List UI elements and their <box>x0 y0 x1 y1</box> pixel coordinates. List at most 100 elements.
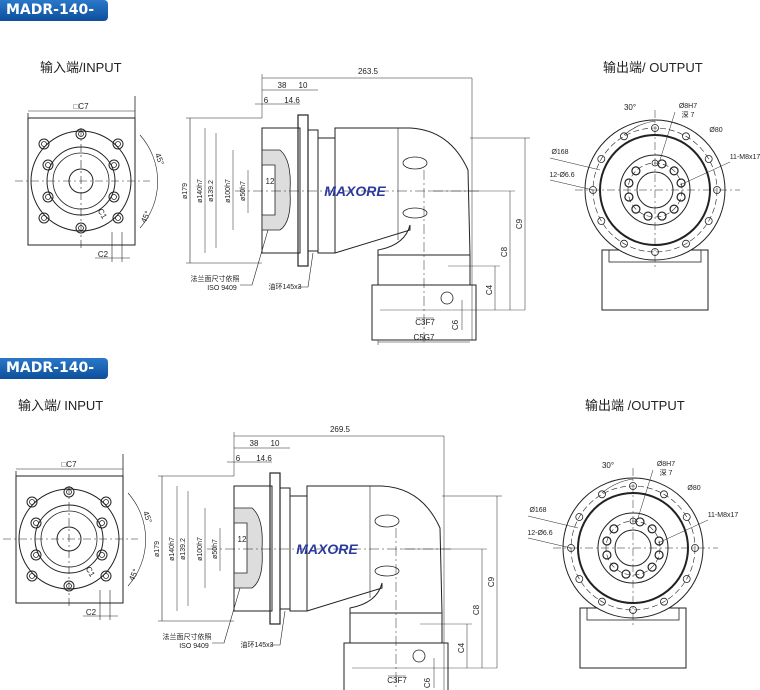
oil-port <box>402 156 428 170</box>
leader-line <box>270 610 286 646</box>
dim-c4: C4 <box>457 642 466 653</box>
circle <box>598 490 606 499</box>
dim-c2: C2 <box>86 608 97 617</box>
circle <box>103 573 109 579</box>
circle <box>647 562 657 572</box>
circle <box>624 178 634 188</box>
circle <box>609 562 619 572</box>
circle <box>669 204 679 214</box>
dim-c7: □C7 <box>61 460 77 469</box>
circle <box>621 569 631 579</box>
dim-10: 10 <box>299 81 308 90</box>
angle-45-bottom: 45° <box>127 568 140 583</box>
dim-d80: Ø80 <box>709 127 722 134</box>
leader-line <box>212 587 241 644</box>
circle <box>682 132 690 141</box>
dim-d179: ø179 <box>154 541 161 557</box>
angle-30: 30° <box>624 103 636 112</box>
maxore-logo: MAXORE <box>324 183 386 199</box>
hatched-flange-section <box>261 149 291 231</box>
circle <box>103 499 109 505</box>
line <box>679 161 731 186</box>
circle <box>635 569 645 579</box>
outline <box>27 117 136 246</box>
circle <box>75 128 87 140</box>
output-view-title: 输出端/ OUTPUT <box>603 60 703 75</box>
dim-c8: C8 <box>500 246 509 257</box>
dim-threads: 11-M8x17 <box>708 512 739 519</box>
circle <box>78 225 84 231</box>
maxore-logo: MAXORE <box>296 541 358 557</box>
dim-c6: C6 <box>451 319 460 330</box>
leader-line <box>298 252 314 288</box>
circle <box>41 141 47 147</box>
dim-d100: ø100h7 <box>197 537 204 561</box>
circle <box>620 239 628 248</box>
angle-arc <box>623 120 656 136</box>
circle <box>30 549 42 561</box>
circle <box>63 486 75 498</box>
circle <box>33 552 39 558</box>
dim-d140: ø140h7 <box>197 179 204 203</box>
circle <box>108 191 120 203</box>
circle <box>38 212 50 224</box>
circle <box>440 291 454 305</box>
circle <box>657 211 667 221</box>
circle <box>651 248 659 256</box>
circle <box>66 489 72 495</box>
line <box>549 157 601 171</box>
output-view-title: 输出端 /OUTPUT <box>585 398 685 413</box>
dim-d139: ø139.2 <box>208 180 215 202</box>
dim-c9: C9 <box>487 576 496 587</box>
dim-overall-length: 263.5 <box>358 67 379 76</box>
circle <box>112 138 124 150</box>
angle-45-top: 45° <box>153 152 166 166</box>
circle <box>704 155 713 163</box>
outline <box>261 127 301 254</box>
circle <box>111 162 117 168</box>
dim-c1: C1 <box>84 565 97 579</box>
input-view-title: 输入端/ INPUT <box>18 398 103 413</box>
dim-holes: 12-Ø6.6 <box>527 530 552 537</box>
flange-note: 法兰面尺寸依照 <box>163 632 212 641</box>
circle <box>45 162 51 168</box>
circle <box>115 215 121 221</box>
model-badge-l2: MADR-140-L2 <box>0 358 108 397</box>
outline <box>233 485 273 612</box>
circle <box>631 204 641 214</box>
line <box>527 515 579 529</box>
angle-arc <box>601 478 634 494</box>
circle <box>78 131 84 137</box>
line <box>637 469 654 519</box>
circle <box>629 517 637 525</box>
circle <box>63 580 75 592</box>
circle <box>609 524 619 534</box>
circle <box>42 191 54 203</box>
circle <box>75 222 87 234</box>
dim-c7: □C7 <box>73 102 89 111</box>
circle <box>651 124 659 132</box>
circle <box>629 482 637 490</box>
dim-6: 6 <box>236 454 241 463</box>
circle <box>575 513 584 521</box>
dim-d139: ø139.2 <box>180 538 187 560</box>
oring-note: 油环145x3 <box>240 640 273 649</box>
dim-holes: 12-Ø6.6 <box>549 172 574 179</box>
circle <box>412 649 426 663</box>
dim-6: 6 <box>264 96 269 105</box>
circle <box>704 217 713 225</box>
circle <box>42 159 54 171</box>
circle <box>589 186 597 194</box>
circle <box>624 192 634 202</box>
iso-note: ISO 9409 <box>179 643 209 650</box>
circle <box>660 490 668 499</box>
dim-14-6: 14.6 <box>284 96 300 105</box>
circle <box>38 138 50 150</box>
circle <box>99 552 105 558</box>
circle <box>108 159 120 171</box>
circle <box>620 132 628 141</box>
circle <box>66 583 72 589</box>
